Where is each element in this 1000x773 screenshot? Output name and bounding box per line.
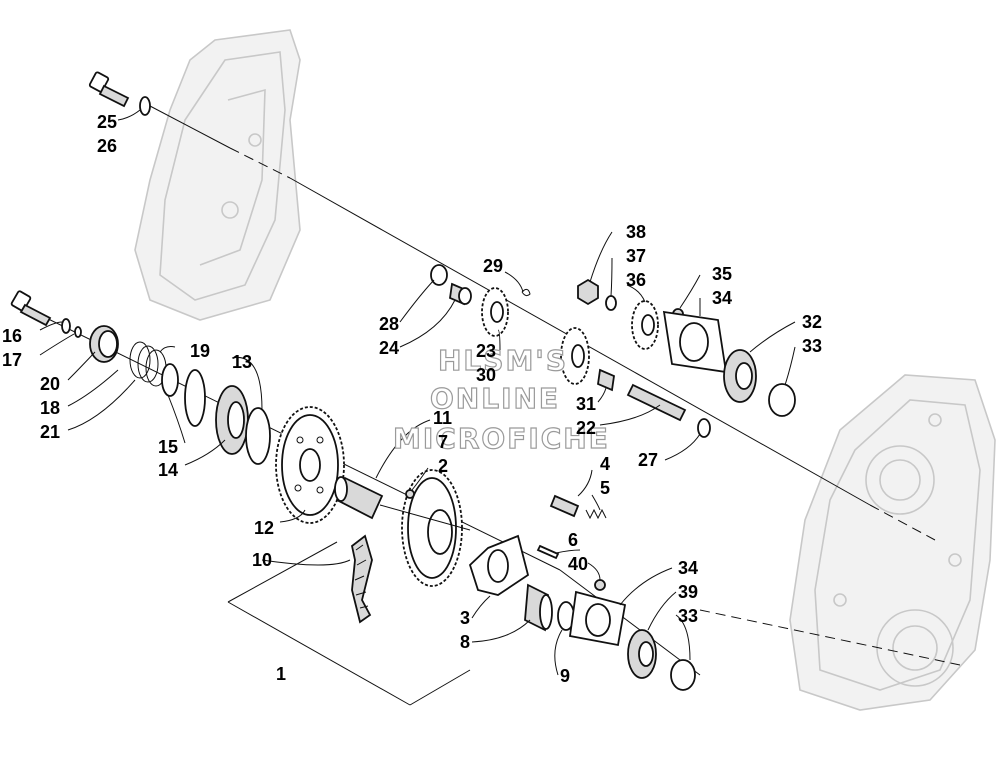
clip-29 <box>521 288 531 297</box>
callout-8: 8 <box>460 632 470 652</box>
spring-5 <box>585 508 607 520</box>
callout-25: 25 <box>97 112 117 132</box>
callout-34-lower: 34 <box>678 558 698 578</box>
gear-2 <box>401 469 463 587</box>
callout-21: 21 <box>40 422 60 442</box>
callout-40: 40 <box>568 554 588 574</box>
callout-34-upper: 34 <box>712 288 732 308</box>
bolt-25 <box>88 71 130 108</box>
callout-15: 15 <box>158 437 178 457</box>
callout-22: 22 <box>576 418 596 438</box>
callout-35: 35 <box>712 264 732 284</box>
callout-33-upper: 33 <box>802 336 822 356</box>
callout-32: 32 <box>802 312 822 332</box>
spring-19 <box>129 341 167 387</box>
callout-38: 38 <box>626 222 646 242</box>
callout-3: 3 <box>460 608 470 628</box>
retaining-ring-15 <box>161 363 179 397</box>
callout-28: 28 <box>379 314 399 334</box>
watermark-line-3: MICROFICHE <box>393 422 610 455</box>
washer-13b <box>245 407 271 465</box>
washer-26 <box>139 96 151 116</box>
callout-23: 23 <box>476 341 496 361</box>
callout-31: 31 <box>576 394 596 414</box>
spline-shaft-11 <box>334 476 384 520</box>
leader-lines <box>39 109 796 676</box>
bearing-39 <box>627 629 657 679</box>
callout-10: 10 <box>252 550 272 570</box>
callout-20: 20 <box>40 374 60 394</box>
callout-16: 16 <box>2 326 22 346</box>
o-ring-33-upper <box>768 383 796 417</box>
callout-2: 2 <box>438 456 448 476</box>
callout-17: 17 <box>2 350 22 370</box>
cam-plate-3 <box>468 534 530 596</box>
callout-12: 12 <box>254 518 274 538</box>
callout-36: 36 <box>626 270 646 290</box>
watermark-line-1: HLSM'S <box>438 344 568 377</box>
callout-26: 26 <box>97 136 117 156</box>
callout-39: 39 <box>678 582 698 602</box>
bearing-plate-34-upper <box>662 310 728 374</box>
bearing-plate-34-lower <box>568 590 627 647</box>
sprocket-12 <box>275 406 345 524</box>
washer-28 <box>430 264 448 286</box>
washer-27 <box>697 418 711 438</box>
bushing-24 <box>449 282 472 306</box>
callout-1: 1 <box>276 664 286 684</box>
bolt-16 <box>10 290 52 327</box>
callout-19: 19 <box>190 341 210 361</box>
nut-38 <box>577 278 599 306</box>
washer-13 <box>184 369 206 427</box>
callout-18: 18 <box>40 398 60 418</box>
nut-40 <box>594 579 606 591</box>
bearing-32 <box>723 349 757 403</box>
bushing-31 <box>597 368 615 392</box>
watermark: HLSM'S ONLINE MICROFICHE <box>392 343 610 455</box>
hub-18 <box>89 325 119 363</box>
gear-31 <box>560 327 590 385</box>
callout-30: 30 <box>476 365 496 385</box>
pin-4 <box>549 494 580 518</box>
callout-24: 24 <box>379 338 399 358</box>
callout-6: 6 <box>568 530 578 550</box>
shaft-22 <box>626 383 687 422</box>
assembly-1-bracket <box>227 504 471 706</box>
callout-9: 9 <box>560 666 570 686</box>
callout-29: 29 <box>483 256 503 276</box>
callout-5: 5 <box>600 478 610 498</box>
callout-4: 4 <box>600 454 610 474</box>
washer-37 <box>605 295 617 311</box>
washer-17 <box>61 318 71 334</box>
callout-33-lower: 33 <box>678 606 698 626</box>
callout-7: 7 <box>438 432 448 452</box>
screw-7 <box>405 489 415 499</box>
chaincase-housing-ghost <box>789 374 996 711</box>
callout-27: 27 <box>638 450 658 470</box>
chain-10 <box>351 534 373 624</box>
o-ring-33-lower <box>670 659 696 691</box>
watermark-line-2: ONLINE <box>430 382 560 415</box>
callout-14: 14 <box>158 460 178 480</box>
callout-11: 11 <box>433 408 452 428</box>
washer-20 <box>74 326 82 338</box>
callout-labels: 25 26 16 17 20 18 21 19 15 14 13 12 10 1… <box>2 112 822 686</box>
callout-13: 13 <box>232 352 252 372</box>
pin-6 <box>536 544 560 560</box>
sprocket-36 <box>631 300 659 350</box>
chaincase-cover-ghost <box>134 29 301 321</box>
bearing-8 <box>524 583 553 632</box>
gear-23 <box>481 287 509 337</box>
callout-37: 37 <box>626 246 646 266</box>
